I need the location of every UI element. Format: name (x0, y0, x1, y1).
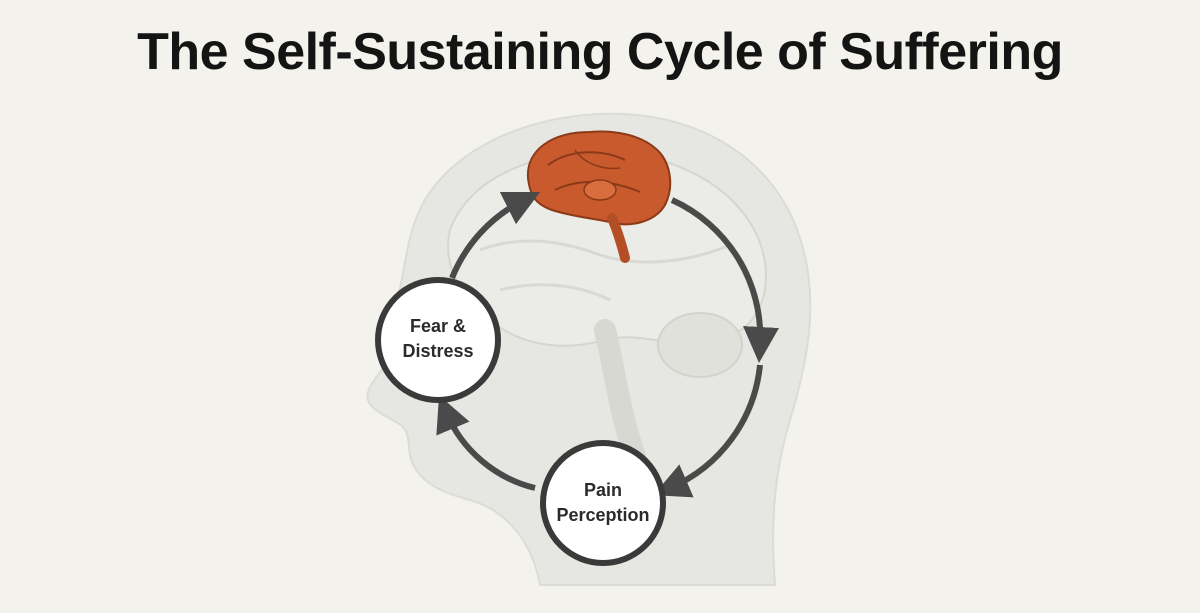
arrow-pain-to-fear (436, 395, 536, 491)
node-fear-distress-line1: Fear & (410, 316, 466, 336)
arrow-fear-to-brain (449, 191, 541, 280)
arrow-brain-to-pain (670, 197, 779, 363)
cycle-arrows (436, 191, 779, 498)
page-title: The Self-Sustaining Cycle of Suffering (137, 23, 1063, 81)
node-fear-distress-line2: Distress (402, 341, 473, 361)
brain-illustration (526, 130, 672, 263)
node-fear-distress: Fear & Distress (375, 277, 501, 403)
arrow-continue-to-pain (653, 364, 763, 498)
node-pain-perception-line2: Perception (556, 505, 649, 525)
node-pain-perception-line1: Pain (584, 480, 622, 500)
node-pain-perception: Pain Perception (540, 440, 666, 566)
